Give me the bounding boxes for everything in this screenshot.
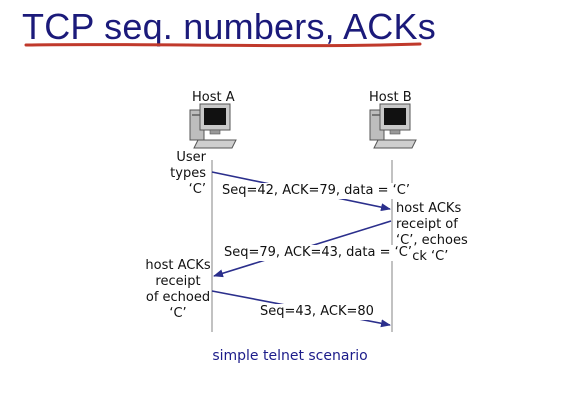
note-line: host ACKs <box>145 258 211 273</box>
note-line: ‘C’ <box>169 306 187 321</box>
message-label-3: Seq=43, ACK=80 <box>260 304 374 320</box>
note-line: of echoed <box>145 290 211 305</box>
note-line: ‘C’ <box>188 182 206 197</box>
slide-title: TCP seq. numbers, ACKs <box>22 6 436 47</box>
note-line: ‘C’, echoes <box>396 233 468 248</box>
host-b-label: Host B <box>369 90 412 105</box>
user-types-note: User types ‘C’ <box>150 150 206 198</box>
title-underline <box>24 42 422 48</box>
message-label-2: Seq=79, ACK=43, data = ‘C’ <box>224 245 412 261</box>
host-a-label: Host A <box>192 90 235 105</box>
host-a-computer-icon <box>189 103 237 149</box>
host-a-ack-note: host ACKs receipt of echoed ‘C’ <box>134 258 222 322</box>
diagram-caption: simple telnet scenario <box>212 348 368 364</box>
note-line: User <box>176 150 206 165</box>
note-line: receipt <box>155 274 201 289</box>
host-b-ack-note: host ACKs receipt of ‘C’, echoes back ‘C… <box>396 201 468 265</box>
note-line: host ACKs <box>396 201 462 216</box>
host-b-computer-icon <box>369 103 417 149</box>
note-line: receipt of <box>396 217 458 232</box>
note-line: types <box>170 166 206 181</box>
message-label-1: Seq=42, ACK=79, data = ‘C’ <box>222 183 410 199</box>
